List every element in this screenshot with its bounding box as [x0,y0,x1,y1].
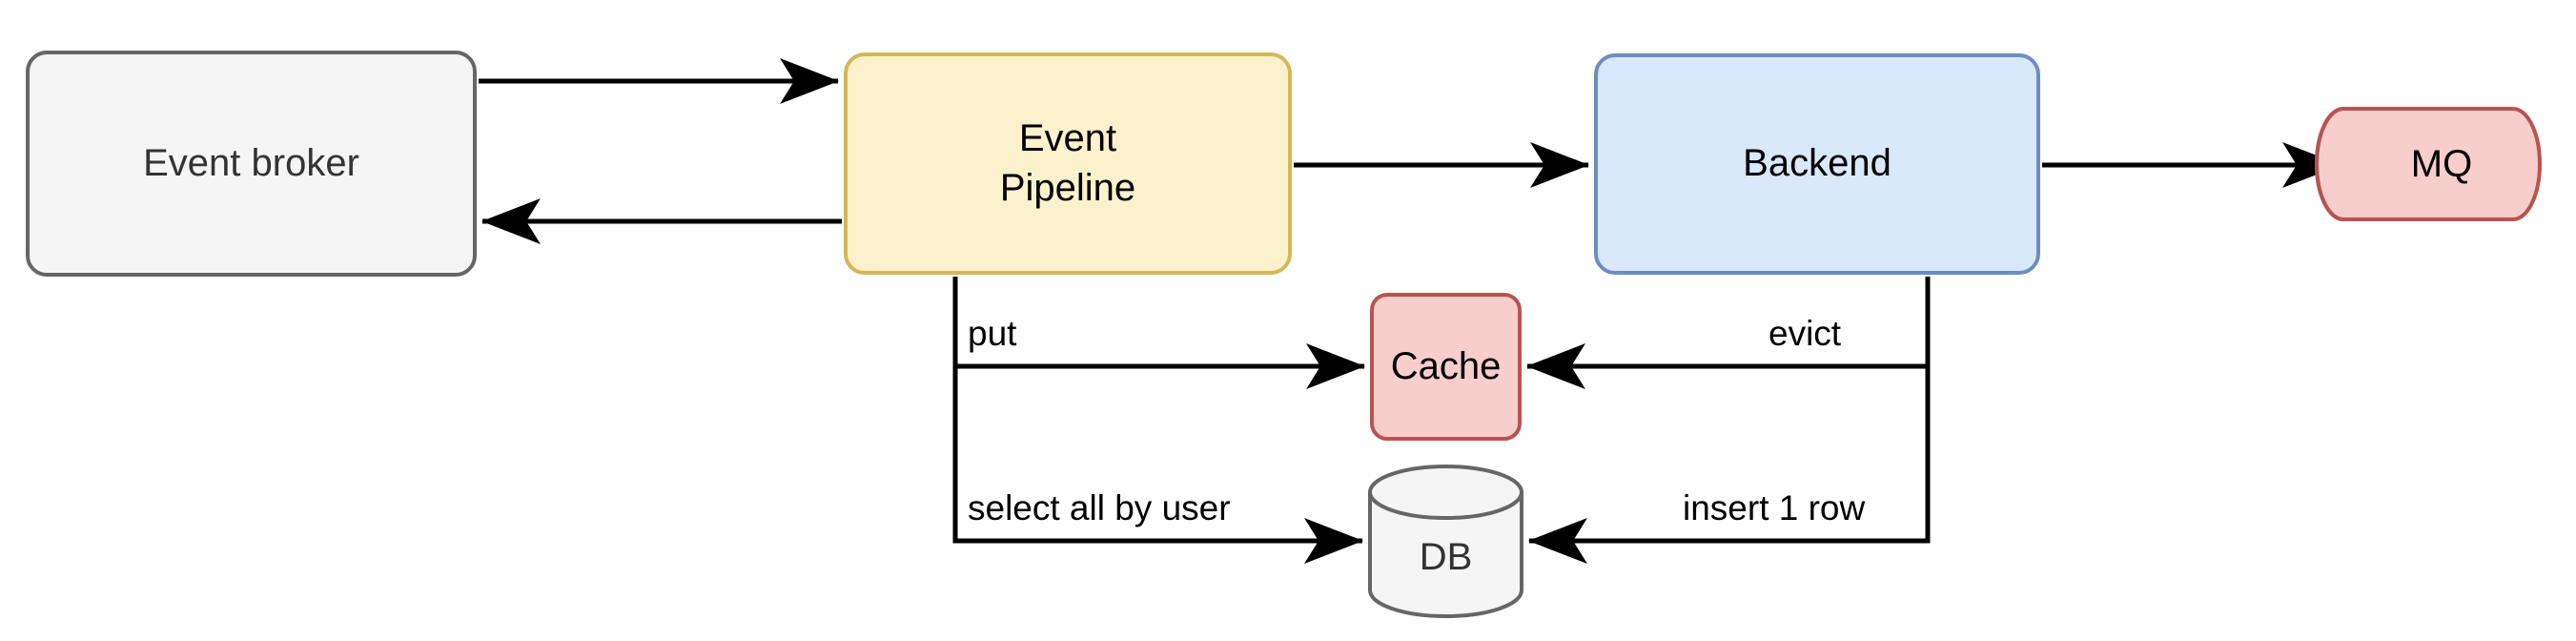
node-db[interactable]: DB [1368,465,1523,618]
node-event-pipeline-label: Event Pipeline [999,117,1136,209]
mq-cylinder-shape [2315,107,2542,221]
node-event-broker-label: Event broker [143,141,359,184]
edge-label-insert-1-row: insert 1 row [1678,488,1871,527]
node-event-pipeline[interactable]: Event Pipeline [844,52,1292,275]
node-cache-label: Cache [1390,344,1502,387]
edge-label-put: put [963,314,1022,353]
node-backend[interactable]: Backend [1594,53,2040,275]
edge-backend-to-db [1527,366,1931,564]
node-event-broker[interactable]: Event broker [26,51,477,277]
edge-pipeline-to-db [952,366,1364,564]
node-backend-label: Backend [1743,142,1891,185]
node-cache[interactable]: Cache [1370,293,1522,441]
edge-label-select-all-by-user: select all by user [963,488,1236,527]
db-cylinder-shape [1368,465,1523,618]
node-mq[interactable]: MQ [2315,107,2542,221]
edge-backend-to-cache [1525,277,1931,389]
edge-label-evict: evict [1764,314,1847,353]
